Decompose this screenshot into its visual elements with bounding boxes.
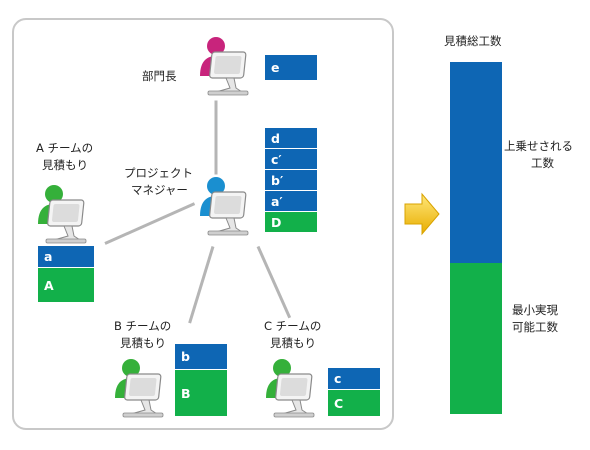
team-c-estimate-cell-C: C — [328, 390, 380, 416]
estimation-flow-panel — [12, 18, 394, 430]
upper-segment-label-line2: 工数 — [531, 156, 554, 170]
manager-label: 部門長 — [142, 69, 177, 83]
connector-manager-pm — [214, 100, 218, 175]
pm-label-line1: プロジェクト — [124, 166, 193, 180]
upper-segment-label-line1: 上乗せされる — [504, 139, 573, 153]
lower-segment-label-line1: 最小実現 — [512, 303, 558, 317]
lower-segment-label-line2: 可能工数 — [512, 320, 558, 334]
team-b-person-at-computer-icon — [111, 356, 171, 422]
right-arrow-icon — [404, 192, 440, 236]
team-c-label-line1: C チームの — [264, 319, 322, 333]
total-effort-lower-segment — [450, 263, 502, 414]
pm-estimate-cell-b-prime: b′ — [265, 170, 317, 191]
pm-person-at-computer-icon — [196, 174, 256, 240]
total-effort-upper-segment — [450, 62, 502, 263]
total-effort-title: 見積総工数 — [444, 34, 502, 48]
pm-estimate-cell-D: D — [265, 212, 317, 232]
team-b-estimate-cell-B: B — [175, 370, 227, 416]
team-c-person-at-computer-icon — [262, 356, 322, 422]
pm-estimate-cell-a-prime: a′ — [265, 191, 317, 212]
manager-person-at-computer-icon — [196, 34, 256, 100]
team-a-estimate-cell-a: a — [38, 246, 94, 268]
team-b-label-line1: B チームの — [114, 319, 172, 333]
team-a-label-line1: A チームの — [36, 141, 94, 155]
pm-estimate-cell-c-prime: c′ — [265, 149, 317, 170]
pm-label-line2: マネジャー — [131, 183, 188, 197]
team-a-person-at-computer-icon — [34, 182, 94, 248]
team-c-label-line2: 見積もり — [270, 336, 316, 350]
team-c-estimate-cell-c: c — [328, 368, 380, 390]
team-a-estimate-cell-A: A — [38, 268, 94, 302]
team-a-label-line2: 見積もり — [42, 158, 88, 172]
total-effort-bar — [450, 62, 502, 414]
team-b-estimate-cell-b: b — [175, 344, 227, 370]
manager-estimate-cell-e: e — [265, 55, 317, 81]
pm-estimate-cell-d: d — [265, 128, 317, 149]
team-b-label-line2: 見積もり — [120, 336, 166, 350]
